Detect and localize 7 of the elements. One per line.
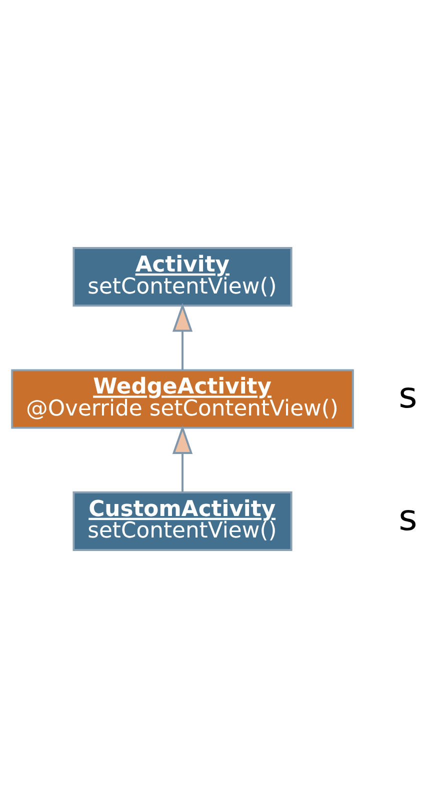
node-box: CustomActivity setContentView() — [72, 490, 292, 551]
node-box: Activity setContentView() — [72, 246, 292, 306]
arrow — [172, 302, 193, 370]
label: s — [398, 375, 418, 416]
arrow — [172, 424, 193, 492]
label: s — [398, 497, 418, 538]
node-box: WedgeActivity @Override setContentView() — [11, 368, 354, 428]
